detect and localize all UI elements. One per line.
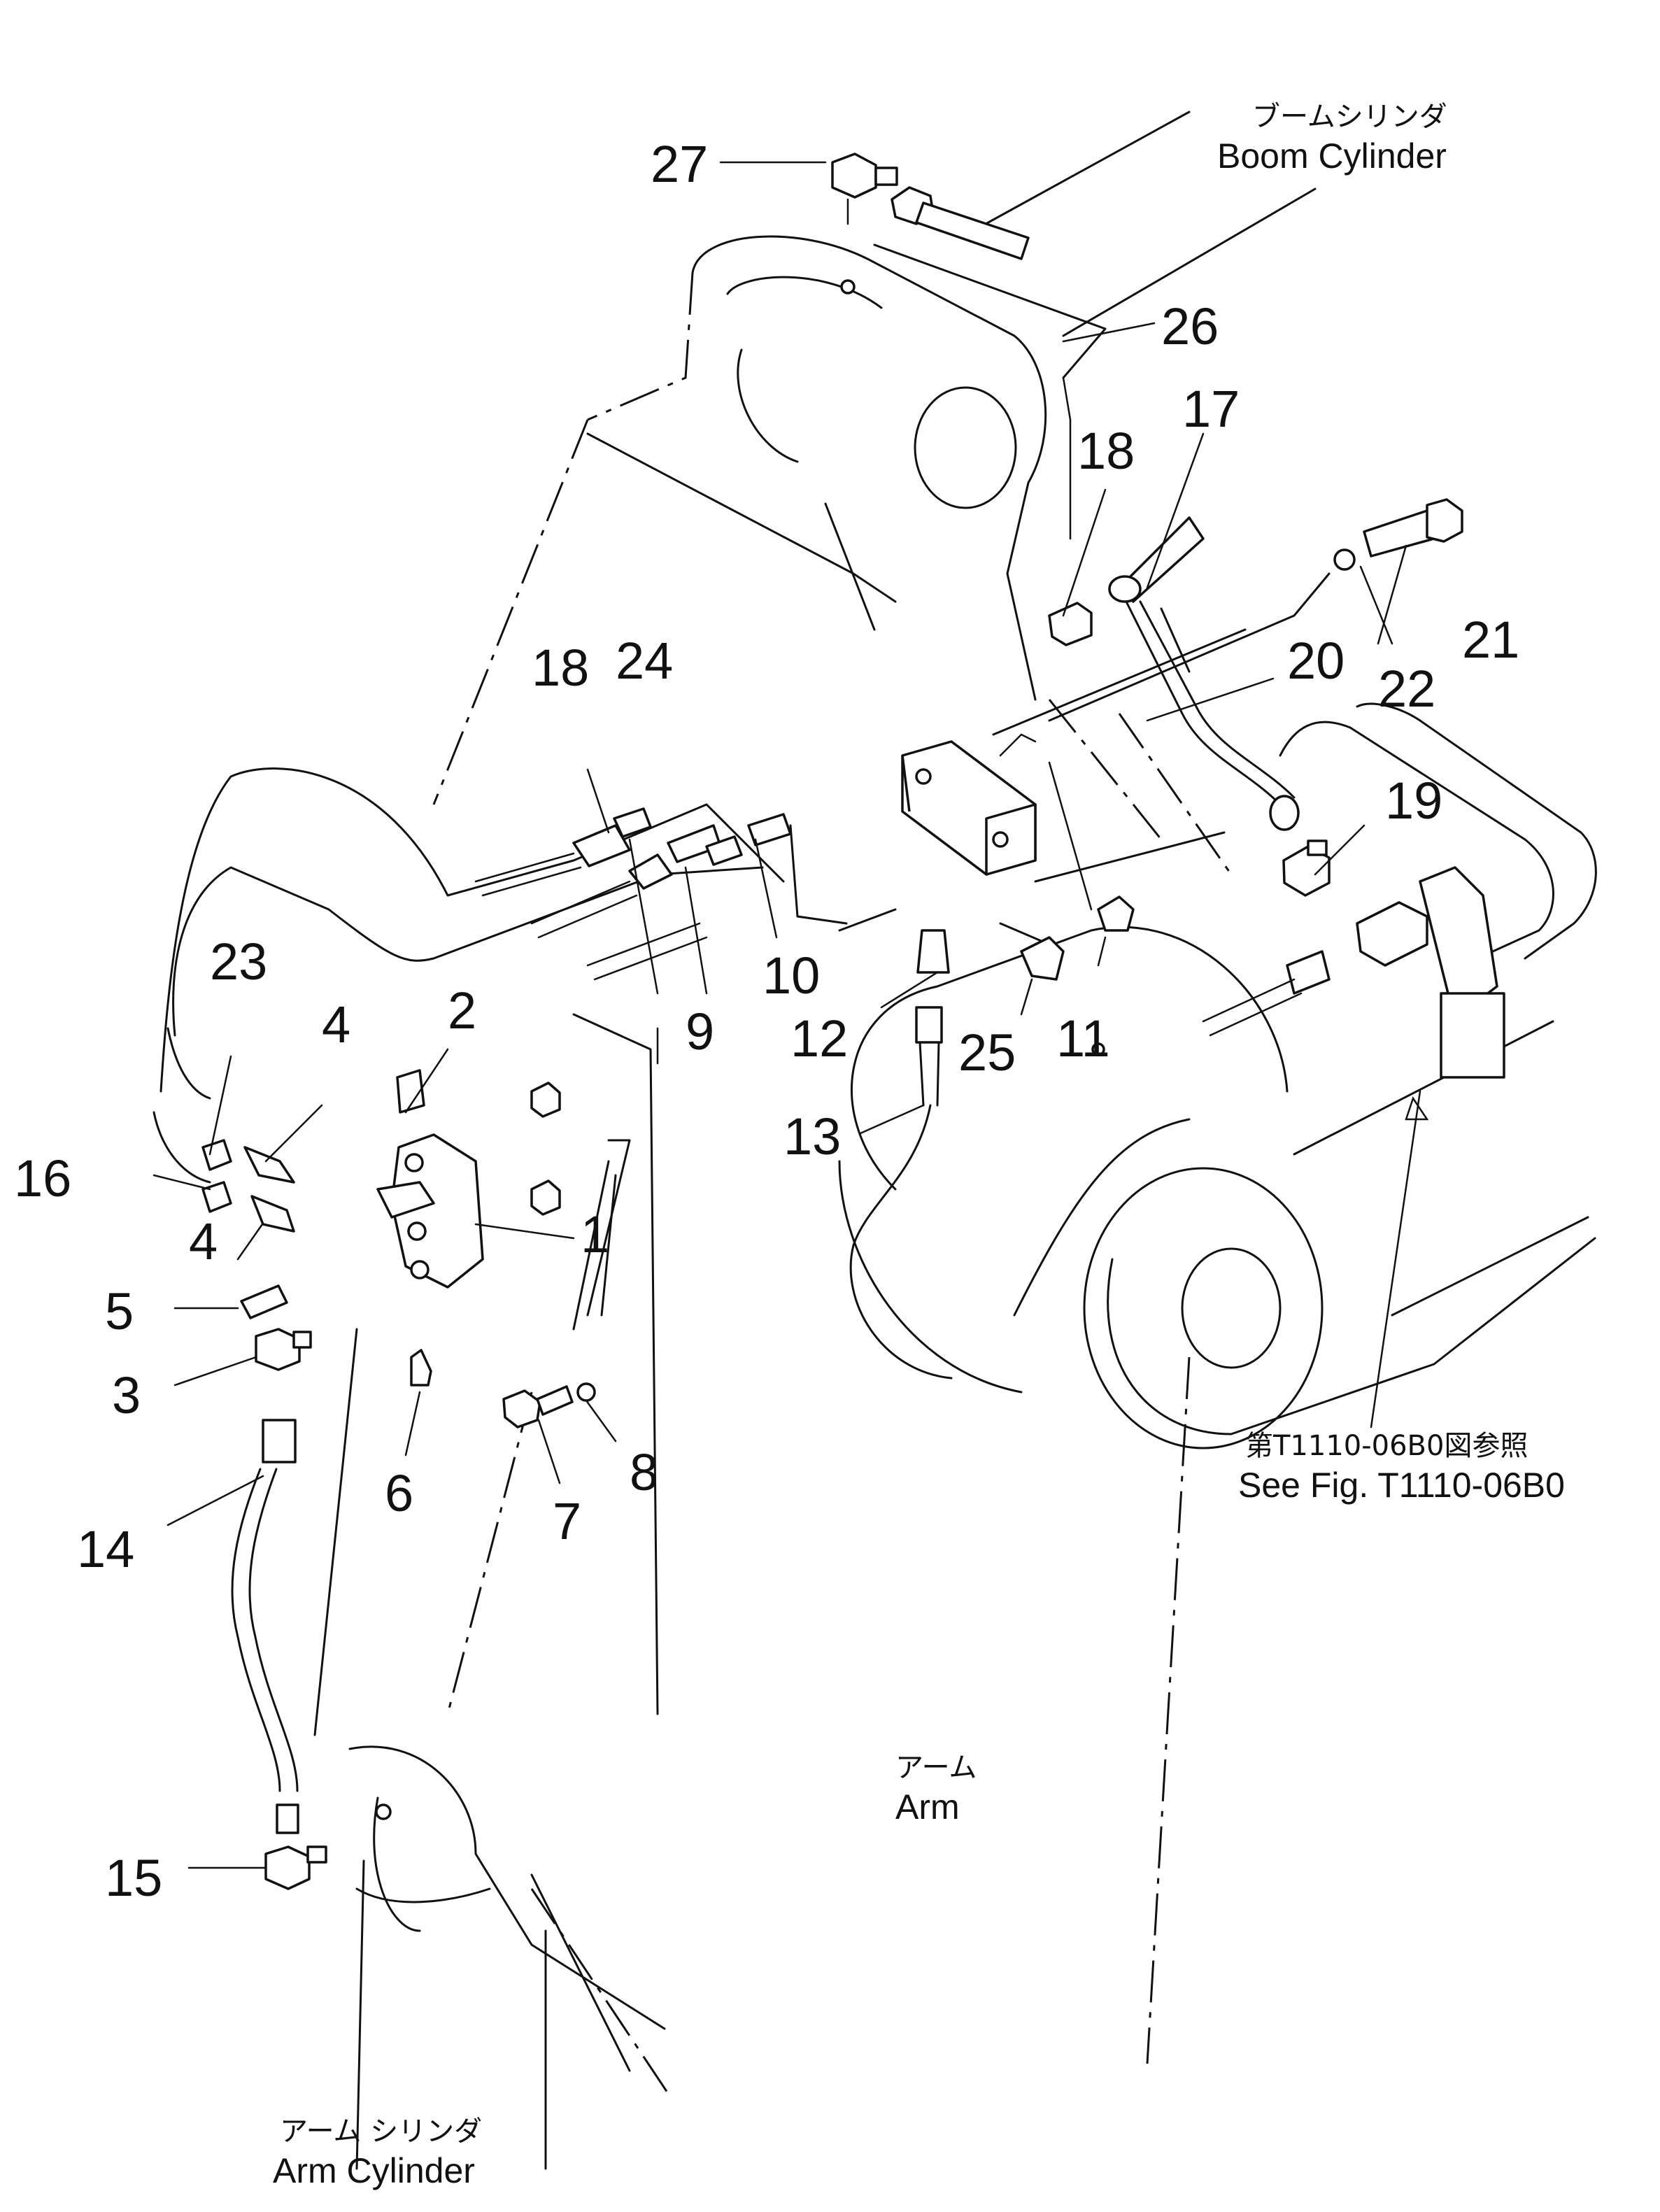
part-15-elbow (264, 1803, 327, 1890)
part-23-16-ends (201, 1139, 232, 1213)
leader-lines (152, 161, 1429, 1869)
part-17-clamp (1108, 516, 1205, 603)
callout-24: 24 (616, 632, 673, 690)
part-18-fitting-upper (1048, 602, 1093, 646)
callout-9: 9 (686, 1002, 714, 1061)
ref-label: See Fig. T1110-06B0 (1238, 1466, 1565, 1505)
part-22-washer (1333, 548, 1356, 571)
part-21-bolt (1363, 498, 1463, 558)
callout-8: 8 (630, 1443, 658, 1501)
callout-23: 23 (210, 933, 267, 991)
callout-4-upper: 4 (322, 995, 350, 1054)
callout-17: 17 (1182, 380, 1240, 438)
arm-label-jp: アーム (895, 1752, 977, 1784)
part-2-fitting (396, 1069, 425, 1114)
hose-routing (152, 243, 1597, 1792)
part-6-plug (410, 1349, 432, 1387)
callout-21: 21 (1462, 611, 1519, 669)
callout-7: 7 (553, 1492, 581, 1550)
ref-label-jp: 第T1110-06B0図参照 (1245, 1430, 1528, 1462)
boom-structure (432, 111, 1596, 2064)
callout-15: 15 (105, 1849, 162, 1907)
callout-26: 26 (1161, 297, 1219, 355)
callout-13: 13 (783, 1107, 841, 1165)
part-8-washer (576, 1382, 596, 1402)
callout-14: 14 (77, 1520, 134, 1578)
part-11-cap (1097, 895, 1135, 932)
arm-cylinder-label-jp: アーム シリンダ (280, 2115, 482, 2148)
part-25-cap (1020, 936, 1065, 981)
part-27-elbow (831, 153, 898, 225)
callout-12: 12 (790, 1009, 848, 1068)
part-block-valve (901, 740, 1037, 876)
boom-port (840, 279, 856, 295)
callout-18-upper: 18 (1077, 422, 1135, 480)
captions: ブームシリンダ Boom Cylinder アーム Arm 第T1110-06B… (273, 101, 1565, 2190)
arm-label: Arm (895, 1787, 960, 1827)
part-3-elbow (255, 1328, 312, 1371)
part-20-pipe (1125, 600, 1282, 806)
callout-11: 11 (1056, 1009, 1110, 1068)
callout-numbers: 27 26 17 18 21 20 22 19 18 24 23 4 2 9 1… (14, 135, 1519, 1907)
callout-1: 1 (581, 1205, 609, 1263)
part-5-fitting (240, 1284, 288, 1319)
part-7-bolt (502, 1385, 574, 1428)
callout-25: 25 (958, 1023, 1016, 1082)
boom-cylinder-label-jp: ブームシリンダ (1252, 101, 1447, 133)
port-small (1091, 1042, 1105, 1056)
callout-19: 19 (1385, 772, 1442, 830)
part-12-fitting (916, 929, 950, 974)
part-19-fitting (1282, 839, 1331, 897)
arm-port (375, 1803, 392, 1820)
part-1-valve (376, 1133, 484, 1289)
callout-20: 20 (1287, 632, 1345, 690)
callout-10: 10 (762, 947, 820, 1005)
part-14-hose-end (262, 1419, 297, 1463)
callout-2: 2 (448, 981, 476, 1040)
switch-assembly (1202, 866, 1505, 1079)
part-9-hose-group (474, 807, 792, 981)
part-13-hose-end (915, 1006, 943, 1107)
callout-5: 5 (105, 1282, 134, 1340)
boom-cylinder-label: Boom Cylinder (1217, 136, 1447, 176)
callout-6: 6 (385, 1464, 413, 1522)
bolt-boom (891, 186, 1030, 260)
nuts (530, 1082, 561, 1216)
arm-structure (313, 1013, 673, 2170)
part-4-fittings (243, 1146, 295, 1233)
callout-4-lower: 4 (189, 1212, 218, 1270)
callout-18-left: 18 (532, 639, 589, 697)
callout-16: 16 (14, 1149, 71, 1207)
callout-22: 22 (1378, 660, 1435, 718)
callout-3: 3 (112, 1366, 141, 1424)
arm-cylinder-label: Arm Cylinder (273, 2151, 475, 2190)
callout-27: 27 (651, 135, 708, 193)
